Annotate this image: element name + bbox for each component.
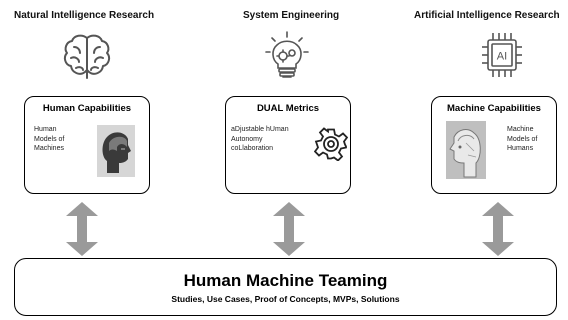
bottom-title: Human Machine Teaming xyxy=(183,271,388,290)
box-title-machine-capabilities: Machine Capabilities xyxy=(447,103,541,114)
double-arrow-left xyxy=(66,202,98,256)
human-capabilities-box: Human Capabilities Human Models of Machi… xyxy=(24,96,150,194)
box-line: coLlaboration xyxy=(231,145,274,152)
box-line: Autonomy xyxy=(231,135,263,143)
heading-natural-intelligence-research: Natural Intelligence Research xyxy=(14,10,155,21)
box-line: Models of xyxy=(34,135,65,143)
box-line: Human xyxy=(34,126,57,133)
ai-chip-text: AI xyxy=(497,51,507,63)
box-line: Machines xyxy=(34,145,64,152)
box-line: Humans xyxy=(507,145,534,152)
brain-icon xyxy=(63,34,111,79)
gear-icon xyxy=(314,127,348,161)
box-text-dual-metrics: aDjustable hUman Autonomy coLlaboration xyxy=(231,125,289,154)
heading-system-engineering: System Engineering xyxy=(243,10,340,21)
box-title-human-capabilities: Human Capabilities xyxy=(42,103,132,114)
heading-artificial-intelligence-research: Artificial Intelligence Research xyxy=(414,10,560,21)
ai-chip-icon: AI xyxy=(482,33,522,77)
robot-head-icon xyxy=(446,121,486,179)
box-line: aDjustable hUman xyxy=(231,126,289,133)
box-line: Machine xyxy=(507,126,534,133)
box-title-dual-metrics: DUAL Metrics xyxy=(256,103,320,114)
box-text-human-capabilities: Human Models of Machines xyxy=(34,125,64,154)
machine-capabilities-box: Machine Capabilities Machine Models of H… xyxy=(431,96,557,194)
human-head-icon xyxy=(97,125,135,177)
double-arrow-right xyxy=(482,202,514,256)
human-machine-teaming-box: Human Machine Teaming Studies, Use Cases… xyxy=(14,258,557,316)
box-line: Models of xyxy=(507,135,538,143)
lightbulb-gears-icon xyxy=(265,31,309,78)
double-arrow-center xyxy=(273,202,305,256)
box-text-machine-capabilities: Machine Models of Humans xyxy=(507,125,537,154)
bottom-subtitle: Studies, Use Cases, Proof of Concepts, M… xyxy=(171,294,400,304)
dual-metrics-box: DUAL Metrics aDjustable hUman Autonomy c… xyxy=(225,96,351,194)
